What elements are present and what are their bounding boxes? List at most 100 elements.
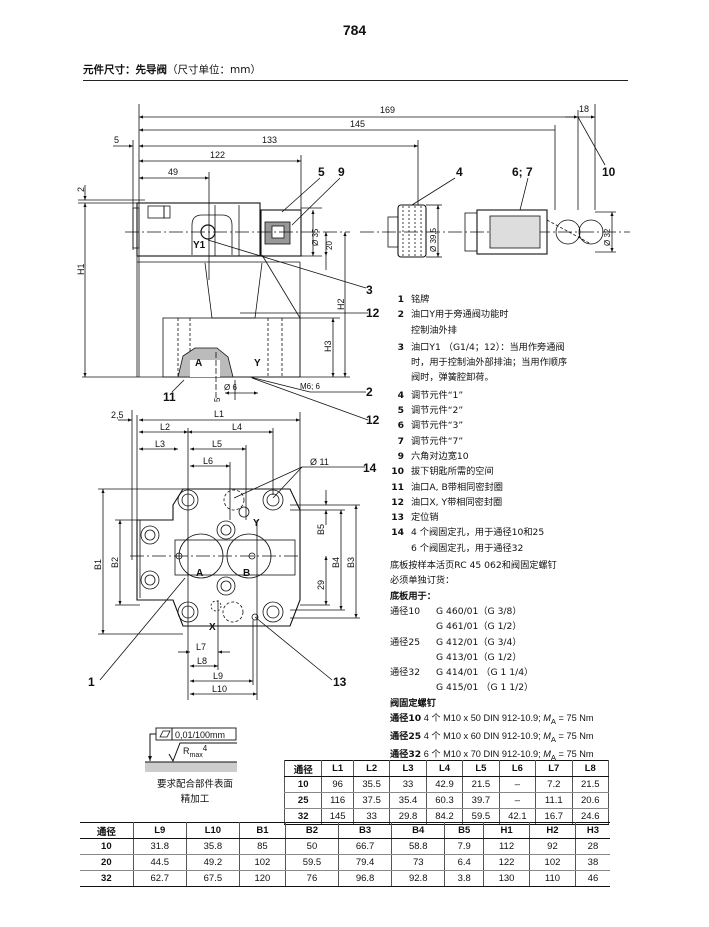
dim-5: 5 [114, 135, 119, 145]
callout-5: 5 [318, 165, 325, 179]
legend-number: 9 [397, 450, 404, 462]
dim-145: 145 [350, 119, 365, 129]
legend-line: 油口Y用于旁通阀功能时 [411, 309, 509, 321]
dim-b5: B5 [316, 524, 326, 535]
legend-number: 14 [391, 527, 404, 539]
flatness-icon [159, 730, 171, 738]
dim-49: 49 [168, 167, 178, 177]
bolt-row: 通径25 4 个 M10 x 60 DIN 912-10.9; MA = 75 … [390, 729, 630, 747]
order-note-line: 底板按样本活页RC 45 062和阀固定螺钉 [390, 560, 557, 572]
header-divider [83, 80, 628, 81]
page-number: 784 [342, 22, 367, 38]
column-header: B1 [238, 822, 286, 839]
plate-model: G 414/01 （G 1 1/4） [436, 667, 534, 679]
table-cell: 66.7 [338, 838, 393, 855]
dim-b2: B2 [110, 557, 120, 568]
column-header: L1 [321, 760, 354, 777]
table-cell: 130 [483, 870, 530, 887]
legend-text: 油口Y1 （G1/4；12）：当用作旁通阀时，用于控制油外部排油；当用作顺序阀时… [411, 340, 567, 386]
nominal-size-cell: 10 [283, 776, 323, 793]
column-header: L3 [389, 760, 427, 777]
column-header: L2 [352, 760, 391, 777]
dim-122: 122 [210, 150, 225, 160]
legend-text: 油口A, B带相同密封圈 [411, 480, 503, 495]
legend-text: 六角对边宽10 [411, 449, 469, 464]
torque-symbol: M [543, 731, 551, 742]
legend-number: 1 [397, 294, 404, 305]
nominal-size-cell: 20 [80, 854, 134, 871]
dim-2-5: 2,5 [111, 410, 124, 420]
port-y: Y [253, 518, 260, 529]
legend-number: 5 [397, 405, 404, 417]
table-cell: 11.1 [535, 792, 573, 809]
table-cell: 76 [284, 870, 340, 887]
table-cell: 102 [529, 854, 576, 871]
legend-line: 定位销 [411, 512, 439, 524]
bolt-title: 阀固定螺钉 [390, 697, 436, 709]
legend-line: 阀时，弹簧腔卸荷。 [411, 372, 494, 384]
callout-12b: 12 [366, 413, 380, 427]
dim-d11: Ø 11 [310, 457, 329, 467]
table-cell: 96.8 [338, 870, 393, 887]
roughness-symbol: Rmax4 [183, 744, 208, 759]
plate-model: G 461/01（G 1/2） [436, 621, 522, 633]
dim-2: 2 [76, 187, 86, 192]
dim-l2: L2 [160, 422, 170, 432]
callout-1: 1 [88, 675, 95, 689]
dim-l6: L6 [203, 456, 213, 466]
dim-d6: Ø 6 [224, 383, 237, 392]
torque-symbol: M [543, 749, 551, 760]
table-cell: – [498, 792, 537, 809]
legend-number: 3 [397, 341, 404, 353]
table-cell: 21.5 [462, 776, 500, 793]
nominal-size [390, 680, 436, 695]
legend-item: 9 六角对边宽10 [390, 449, 630, 464]
nominal-size-cell: 32 [80, 870, 134, 887]
callout-13: 13 [333, 675, 347, 689]
table-cell: 62.7 [132, 870, 187, 887]
thread-m6: M6; 6 [300, 382, 321, 391]
bolt-spec: 6 个 M10 x 70 DIN 912-10.9; [421, 749, 544, 760]
callout-11: 11 [163, 390, 176, 404]
bolt-spec: 4 个 M10 x 60 DIN 912-10.9; [421, 731, 544, 742]
legend-number: 13 [391, 512, 404, 524]
column-header: L9 [132, 822, 187, 839]
table-cell: 96 [321, 776, 354, 793]
dim-b4: B4 [331, 557, 341, 568]
table-cell: 59.5 [284, 854, 340, 871]
flatness-tolerance: 0,01/100mm [175, 730, 225, 740]
dim-l4: L4 [232, 422, 242, 432]
base-plate-title: 底板用于： [390, 590, 436, 602]
callout-12a: 12 [366, 306, 380, 320]
table-cell: 110 [529, 870, 576, 887]
table-cell: 38 [574, 854, 610, 871]
nominal-size-cell: 25 [283, 792, 323, 809]
section-title: 元件尺寸：先导阀 [83, 64, 167, 76]
port-x: X [209, 622, 216, 633]
table-cell: 6.4 [444, 854, 485, 871]
nominal-size: 通径32 [390, 749, 422, 761]
callout-4: 4 [456, 165, 463, 179]
dim-d32: Ø 32 [603, 228, 612, 246]
legend-item: 13 定位销 [390, 510, 630, 525]
column-header: H2 [529, 822, 576, 839]
unit-note: （尺寸单位：mm） [167, 64, 261, 76]
note-line: 精加工 [180, 794, 210, 805]
callout-3: 3 [366, 283, 373, 297]
table-cell: 58.8 [391, 838, 446, 855]
legend-text: 拔下钥匙所需的空间 [411, 464, 494, 479]
callout-2: 2 [366, 385, 373, 399]
bolt-row: 通径10 4 个 M10 x 50 DIN 912-10.9; MA = 75 … [390, 711, 630, 729]
